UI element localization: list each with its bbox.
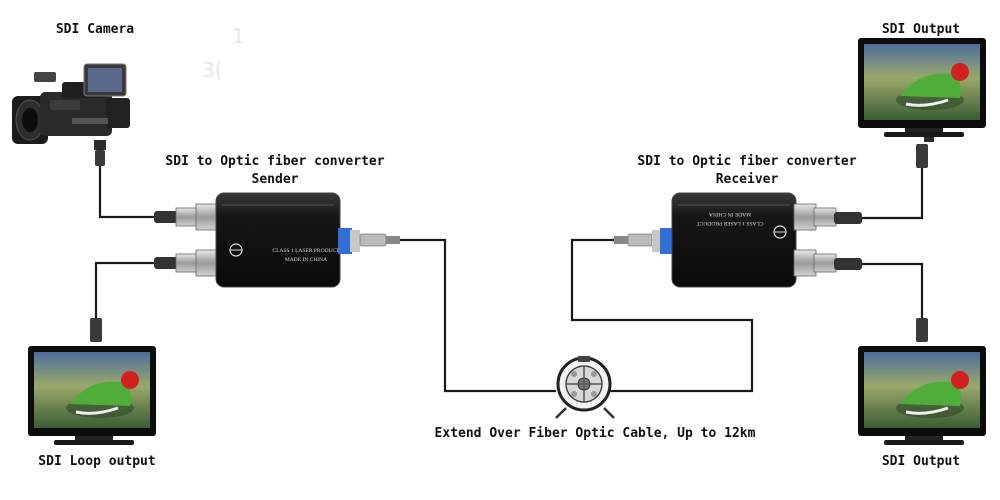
label-sdi-output-bottom: SDI Output [881, 454, 961, 469]
cable-sender-to-loop-monitor [94, 261, 158, 322]
cable-camera-to-sender [98, 165, 158, 219]
cable-fiber-reel-to-receiver [570, 238, 754, 393]
ghost-mark-a: 1 [232, 24, 245, 48]
cable-receiver-to-output-bottom [862, 262, 924, 322]
sender-made-in-text: MADE IN CHINA [285, 257, 327, 263]
label-sdi-loop-output: SDI Loop output [38, 454, 156, 469]
monitor-output-bottom [858, 318, 986, 445]
label-sender-title: SDI to Optic fiber converter [165, 154, 385, 169]
cables [94, 165, 924, 393]
monitor-loop-output [28, 318, 156, 445]
label-sender-subtitle: Sender [251, 172, 299, 187]
receiver-made-in-text: MADE IN CHINA [709, 211, 751, 217]
receiver-class-laser-text: CLASS 1 LASER PRODUCT [696, 220, 764, 226]
label-sdi-camera: SDI Camera [55, 22, 135, 37]
sender-class-laser-text: CLASS 1 LASER PRODUCT [272, 248, 340, 254]
label-receiver-title: SDI to Optic fiber converter [637, 154, 857, 169]
sender-converter-device [154, 192, 400, 288]
receiver-converter-device [614, 192, 862, 288]
cable-receiver-to-output-top [862, 168, 924, 220]
label-cable-extension: Extend Over Fiber Optic Cable, Up to 12k… [434, 426, 756, 441]
label-receiver-subtitle: Receiver [715, 172, 779, 187]
cable-fiber-sender-to-reel [400, 238, 556, 393]
monitor-output-top [858, 38, 986, 168]
camera-icon [12, 63, 130, 166]
ghost-mark-b: 3( [202, 58, 223, 82]
label-sdi-output-top: SDI Output [881, 22, 961, 37]
fiber-reel-icon [555, 356, 615, 419]
receiver-printed-text: CLASS 1 LASER PRODUCT MADE IN CHINA [696, 211, 764, 226]
